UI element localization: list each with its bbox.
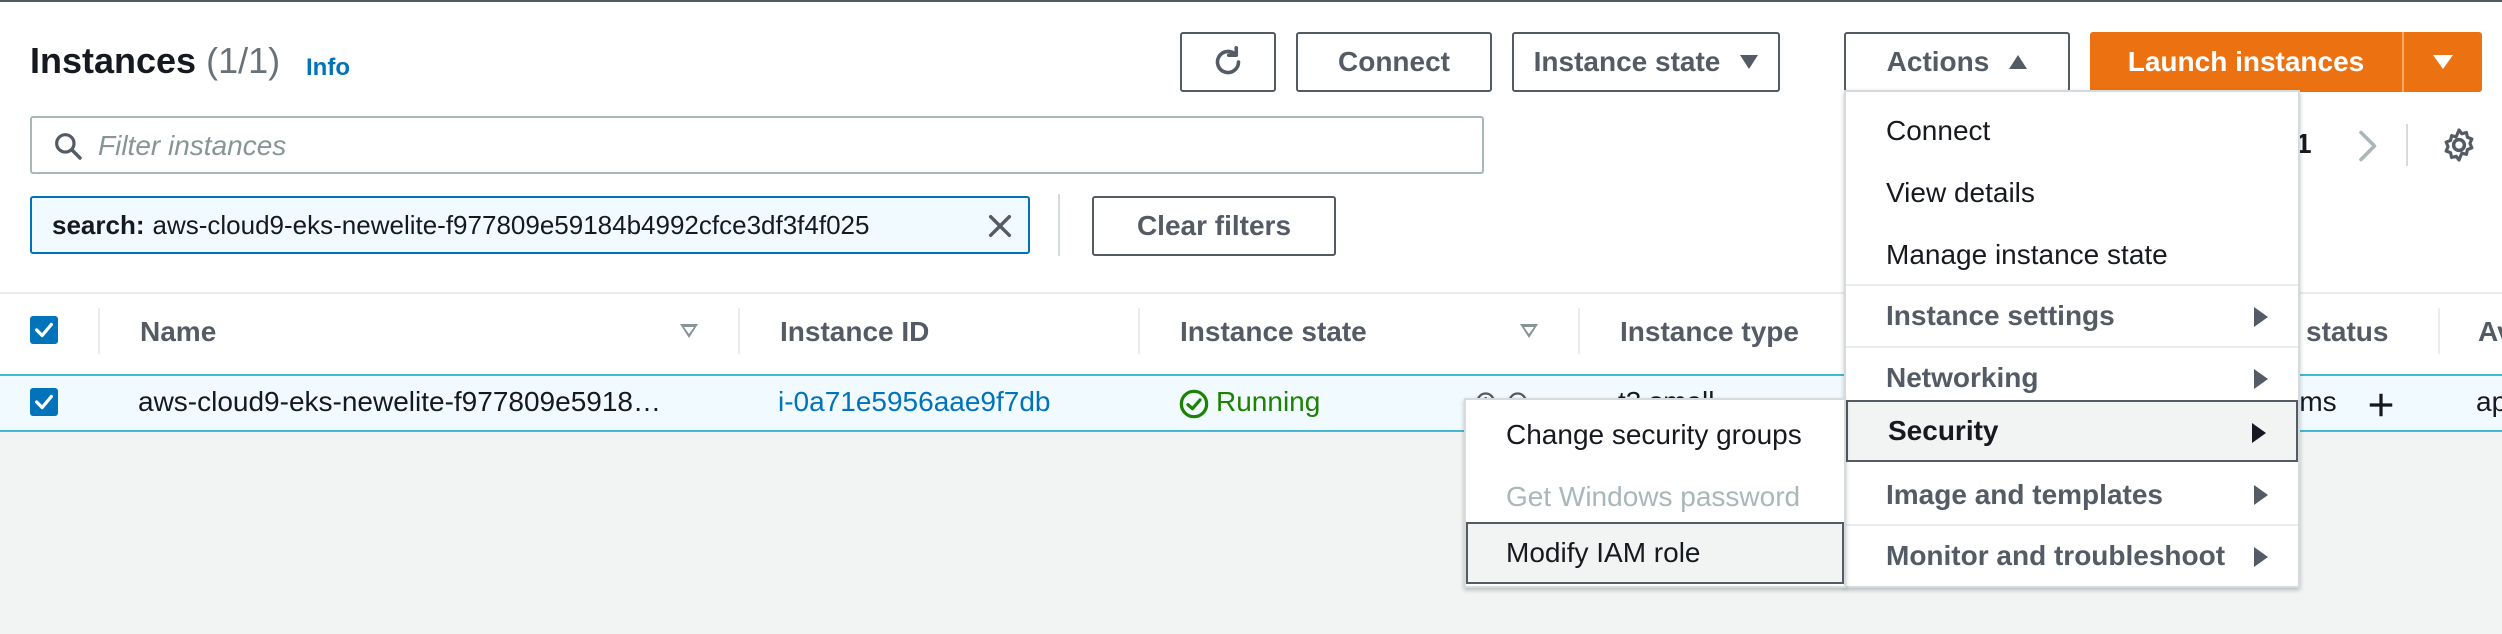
instance-state-value: Running — [1216, 386, 1321, 417]
menu-item-modify-iam-role[interactable]: Modify IAM role — [1466, 522, 1844, 584]
menu-item-monitor-and-troubleshoot[interactable]: Monitor and troubleshoot — [1846, 524, 2298, 586]
column-header-instance-id[interactable]: Instance ID — [780, 316, 930, 347]
page-title-text: Instances — [30, 40, 197, 81]
gear-icon[interactable] — [2440, 126, 2478, 164]
column-divider — [1138, 308, 1140, 354]
menu-item-label: Instance settings — [1886, 300, 2115, 331]
menu-item-view-details[interactable]: View details — [1886, 177, 2035, 208]
launch-divider — [2402, 32, 2404, 92]
menu-item-change-security-groups[interactable]: Change security groups — [1506, 419, 1802, 450]
filter-token-value: aws-cloud9-eks-newelite-f977809e59184b49… — [152, 209, 870, 240]
menu-item-image-and-templates[interactable]: Image and templates — [1846, 464, 2298, 526]
sort-icon[interactable] — [1520, 324, 1538, 338]
column-header-instance-state[interactable]: Instance state — [1180, 316, 1367, 347]
close-icon[interactable] — [984, 210, 1016, 242]
actions-button[interactable]: Actions — [1844, 32, 2070, 92]
instance-id-link[interactable]: i-0a71e5956aae9f7db — [778, 386, 1051, 417]
checkmark-icon — [35, 322, 53, 338]
menu-item-label: Image and templates — [1886, 479, 2163, 510]
caret-up-icon — [2009, 55, 2028, 69]
caret-right-icon — [2254, 485, 2268, 505]
refresh-button[interactable] — [1180, 32, 1276, 92]
filter-divider — [1058, 194, 1060, 256]
filter-box — [30, 116, 1484, 174]
check-circle-icon — [1179, 389, 1209, 419]
instance-name: aws-cloud9-eks-newelite-f977809e5918… — [138, 386, 661, 417]
filter-instances-input[interactable] — [98, 128, 1398, 164]
menu-item-networking[interactable]: Networking — [1846, 346, 2298, 408]
column-divider — [98, 308, 100, 354]
instance-state-button[interactable]: Instance state — [1512, 32, 1780, 92]
menu-item-label: Monitor and troubleshoot — [1886, 540, 2226, 571]
column-divider — [738, 308, 740, 354]
actions-menu: Connect View details Manage instance sta… — [1844, 90, 2300, 588]
plus-icon[interactable] — [2366, 390, 2396, 420]
menu-item-label: Networking — [1886, 362, 2039, 393]
top-border — [0, 0, 2502, 2]
menu-item-label: Security — [1888, 415, 1999, 446]
table-header: Name Instance ID Instance state Instance… — [0, 292, 2502, 370]
column-header-availability-zone[interactable]: Av — [2478, 316, 2502, 347]
connect-button-label: Connect — [1338, 46, 1450, 77]
search-icon — [55, 133, 82, 160]
clear-filters-label: Clear filters — [1136, 210, 1292, 241]
caret-down-icon — [2433, 55, 2453, 69]
security-submenu: Change security groups Get Windows passw… — [1464, 398, 1846, 588]
instance-count: (1/1) — [206, 40, 281, 81]
column-header-status[interactable]: status — [2306, 316, 2389, 347]
column-header-instance-type[interactable]: Instance type — [1620, 316, 1799, 347]
launch-dropdown-toggle[interactable] — [2404, 32, 2482, 92]
chevron-right-icon[interactable] — [2352, 128, 2382, 164]
column-divider — [2438, 308, 2440, 354]
select-all-checkbox[interactable] — [30, 316, 58, 344]
launch-instances-button[interactable]: Launch instances — [2090, 32, 2482, 92]
menu-item-connect[interactable]: Connect — [1886, 115, 1991, 146]
caret-right-icon — [2254, 369, 2268, 389]
page-title: Instances (1/1) — [30, 40, 280, 82]
refresh-icon — [1215, 45, 1241, 75]
clear-filters-button[interactable]: Clear filters — [1092, 196, 1336, 256]
column-header-name[interactable]: Name — [140, 316, 217, 347]
connect-button[interactable]: Connect — [1296, 32, 1492, 92]
instance-state-label: Instance state — [1533, 46, 1721, 77]
menu-item-get-windows-password: Get Windows password — [1506, 481, 1801, 512]
availability-zone-value: ap — [2476, 386, 2502, 417]
menu-item-manage-instance-state[interactable]: Manage instance state — [1886, 239, 2168, 270]
actions-label: Actions — [1886, 46, 1990, 77]
column-divider — [1578, 308, 1580, 354]
search-filter-token: search: aws-cloud9-eks-newelite-f977809e… — [30, 196, 1030, 254]
caret-right-icon — [2254, 307, 2268, 327]
checkmark-icon — [35, 394, 53, 410]
pager-divider — [2406, 124, 2408, 166]
row-checkbox[interactable] — [30, 388, 58, 416]
caret-right-icon — [2252, 423, 2266, 443]
caret-right-icon — [2254, 547, 2268, 567]
menu-item-instance-settings[interactable]: Instance settings — [1846, 284, 2298, 346]
menu-item-security[interactable]: Security — [1846, 400, 2298, 462]
sort-icon[interactable] — [680, 324, 698, 338]
launch-instances-label: Launch instances — [2127, 46, 2365, 77]
caret-down-icon — [1740, 55, 1759, 69]
info-link[interactable]: Info — [306, 54, 350, 81]
filter-token-key: search: — [52, 209, 145, 240]
